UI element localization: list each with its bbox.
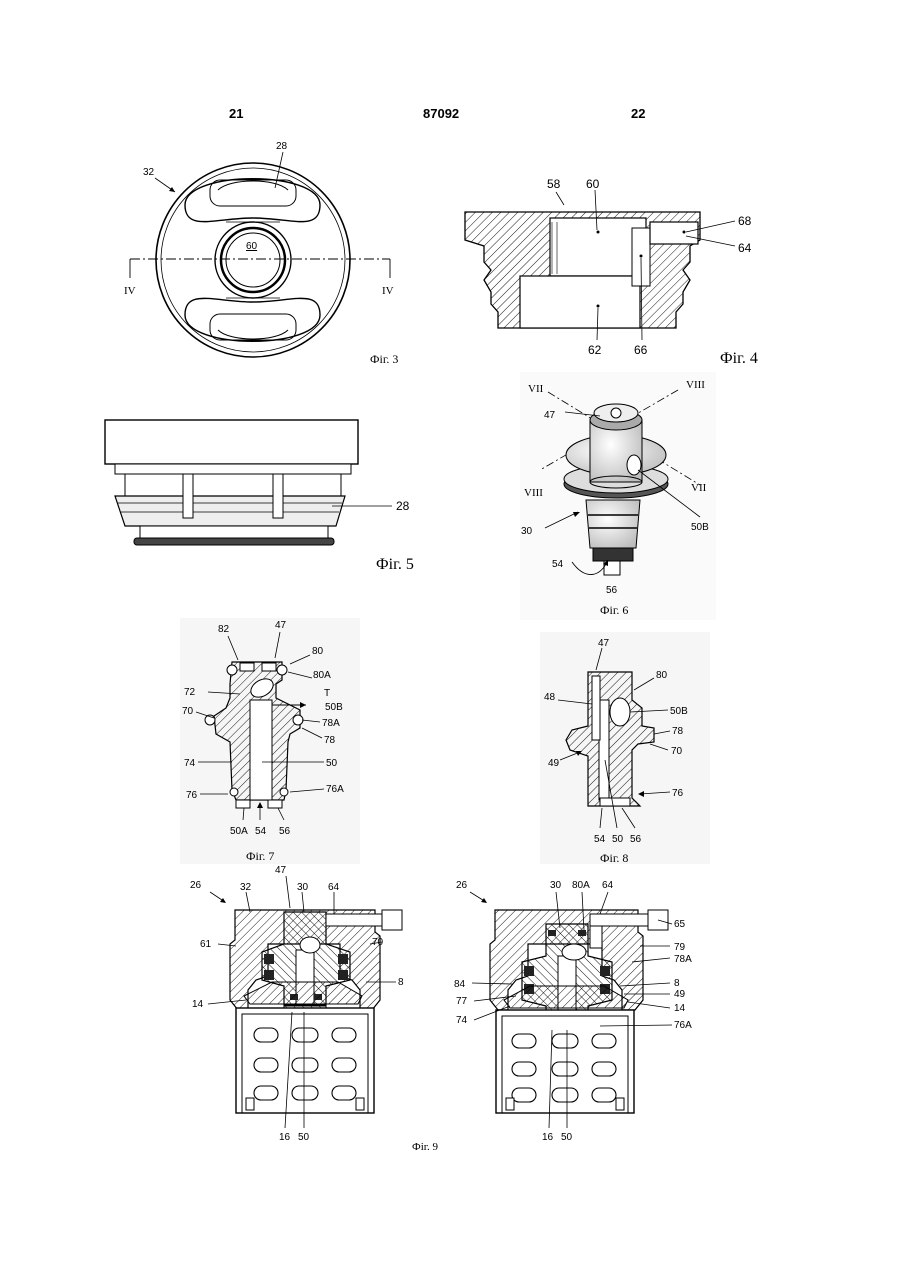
fig8-caption: Фіг. 8 bbox=[600, 851, 628, 865]
fig7-label-54: 54 bbox=[255, 826, 267, 837]
fig4-caption: Фіг. 4 bbox=[720, 350, 758, 367]
fig7-label-50: 50 bbox=[326, 758, 338, 769]
fig7-label-t: T bbox=[324, 688, 330, 699]
fig8-label-80: 80 bbox=[656, 670, 668, 681]
fig9-right-label-80a: 80A bbox=[572, 880, 590, 891]
fig4-label-60: 60 bbox=[586, 177, 600, 191]
figure-6: VII VIII 47 VIII VII 30 50B 54 56 Фіг. 6 bbox=[520, 372, 716, 620]
fig7-label-72: 72 bbox=[184, 687, 196, 698]
figure-3: 28 32 60 IV IV Фіг. 3 bbox=[124, 141, 398, 366]
fig9-right-label-64: 64 bbox=[602, 880, 614, 891]
fig7-label-78a: 78A bbox=[322, 718, 340, 729]
fig8-label-50: 50 bbox=[612, 834, 624, 845]
fig9-left-label-32: 32 bbox=[240, 882, 252, 893]
fig8-label-70: 70 bbox=[671, 746, 683, 757]
fig8-label-50b: 50B bbox=[670, 706, 688, 717]
fig5-caption: Фіг. 5 bbox=[376, 556, 414, 573]
fig7-label-82: 82 bbox=[218, 624, 230, 635]
fig9-left-label-50: 50 bbox=[298, 1132, 310, 1143]
fig3-label-28: 28 bbox=[276, 141, 288, 152]
fig7-label-76a: 76A bbox=[326, 784, 344, 795]
fig7-label-80: 80 bbox=[312, 646, 324, 657]
fig7-label-74: 74 bbox=[184, 758, 196, 769]
fig9-left-label-30: 30 bbox=[297, 882, 309, 893]
fig9-right-label-30: 30 bbox=[550, 880, 562, 891]
fig6-label-56: 56 bbox=[606, 585, 618, 596]
fig4-label-64: 64 bbox=[738, 241, 752, 255]
fig9-left-label-61: 61 bbox=[200, 939, 212, 950]
figure-9-left: 26 47 32 30 64 61 70 8 14 16 50 bbox=[190, 865, 404, 1143]
fig6-label-54: 54 bbox=[552, 559, 564, 570]
fig9-right-label-84: 84 bbox=[454, 979, 466, 990]
figure-7: 82 47 80 80A 72 T 50B 70 78A 78 74 50 76… bbox=[180, 618, 360, 864]
fig9-left-label-64: 64 bbox=[328, 882, 340, 893]
fig6-label-viii-bottom: VIII bbox=[524, 487, 543, 499]
fig4-label-62: 62 bbox=[588, 343, 602, 357]
fig9-right-label-74: 74 bbox=[456, 1015, 468, 1026]
fig6-label-viii-top: VIII bbox=[686, 379, 705, 391]
figure-5: 28 Фіг. 5 bbox=[105, 420, 414, 573]
fig6-label-50b: 50B bbox=[691, 522, 709, 533]
fig9-right-label-78a: 78A bbox=[674, 954, 692, 965]
fig9-right-label-49: 49 bbox=[674, 989, 686, 1000]
figure-4: 58 60 68 64 62 66 Фіг. 4 bbox=[465, 177, 758, 367]
fig7-label-56: 56 bbox=[279, 826, 291, 837]
fig6-caption: Фіг. 6 bbox=[600, 603, 628, 617]
fig7-label-80a: 80A bbox=[313, 670, 331, 681]
fig6-label-47: 47 bbox=[544, 410, 556, 421]
fig9-right-label-26: 26 bbox=[456, 880, 468, 891]
fig8-label-56: 56 bbox=[630, 834, 642, 845]
figure-8: 47 80 48 50B 78 70 49 76 54 50 56 Фіг. 8 bbox=[540, 632, 710, 865]
fig9-caption: Фіг. 9 bbox=[412, 1141, 439, 1153]
fig9-right-label-79: 79 bbox=[674, 942, 686, 953]
fig8-label-78: 78 bbox=[672, 726, 684, 737]
fig8-label-54: 54 bbox=[594, 834, 606, 845]
fig9-left-label-47: 47 bbox=[275, 865, 287, 876]
fig7-label-76: 76 bbox=[186, 790, 198, 801]
fig9-right-label-14: 14 bbox=[674, 1003, 686, 1014]
fig7-caption: Фіг. 7 bbox=[246, 849, 274, 863]
fig9-right-label-76a: 76A bbox=[674, 1020, 692, 1031]
fig7-label-78: 78 bbox=[324, 735, 336, 746]
fig7-label-47: 47 bbox=[275, 620, 287, 631]
fig8-label-76: 76 bbox=[672, 788, 684, 799]
fig9-left-label-14: 14 bbox=[192, 999, 204, 1010]
fig9-left-label-70: 70 bbox=[372, 937, 384, 948]
fig4-label-58: 58 bbox=[547, 177, 561, 191]
fig7-label-50b: 50B bbox=[325, 702, 343, 713]
fig3-caption: Фіг. 3 bbox=[370, 352, 398, 366]
fig4-label-66: 66 bbox=[634, 343, 648, 357]
fig8-label-47: 47 bbox=[598, 638, 610, 649]
fig9-right-label-50: 50 bbox=[561, 1132, 573, 1143]
fig3-label-32: 32 bbox=[143, 167, 155, 178]
fig9-right-label-65: 65 bbox=[674, 919, 686, 930]
fig6-label-vii-bottom: VII bbox=[691, 482, 707, 494]
fig6-label-vii-top: VII bbox=[528, 383, 544, 395]
fig6-label-30: 30 bbox=[521, 526, 533, 537]
fig7-label-50a: 50A bbox=[230, 826, 248, 837]
fig9-right-label-16: 16 bbox=[542, 1132, 554, 1143]
fig3-label-iv-right: IV bbox=[382, 285, 394, 297]
fig4-label-68: 68 bbox=[738, 214, 752, 228]
figure-9-right: 26 30 80A 64 65 79 78A 84 8 49 77 14 74 … bbox=[454, 880, 692, 1143]
fig9-right-label-8: 8 bbox=[674, 978, 680, 989]
fig9-left-label-16: 16 bbox=[279, 1132, 291, 1143]
fig3-label-iv-left: IV bbox=[124, 285, 136, 297]
fig8-label-49: 49 bbox=[548, 758, 560, 769]
fig8-label-48: 48 bbox=[544, 692, 556, 703]
fig5-label-28: 28 bbox=[396, 499, 410, 513]
fig7-label-70: 70 bbox=[182, 706, 194, 717]
fig3-label-60: 60 bbox=[246, 241, 258, 252]
fig9-right-label-77: 77 bbox=[456, 996, 468, 1007]
fig9-left-label-26: 26 bbox=[190, 880, 202, 891]
fig9-left-label-8: 8 bbox=[398, 977, 404, 988]
